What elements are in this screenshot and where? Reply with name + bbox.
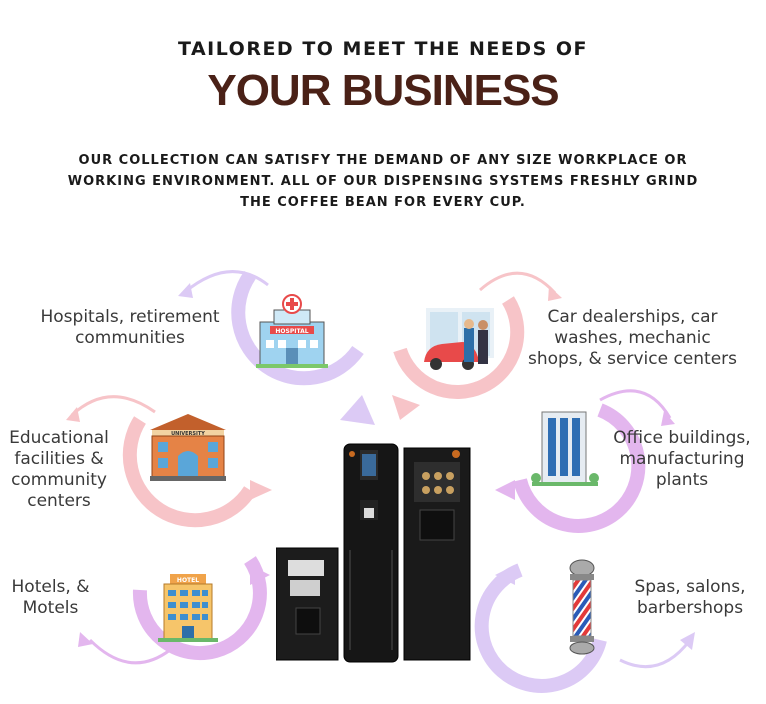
hotel-arc	[132, 556, 267, 660]
hotel-sign: HOTEL	[177, 577, 199, 584]
headline: YOUR BUSINESS	[207, 66, 559, 115]
education-label: Educational facilities & community cente…	[9, 428, 109, 511]
office-arc	[513, 403, 646, 533]
spas-label: Spas, salons, barbershops	[634, 577, 746, 618]
hospital-sign: HOSPITAL	[275, 328, 308, 335]
coffee-machines-image	[276, 443, 471, 663]
car-arc	[393, 296, 525, 399]
hotels-label: Hotels, & Motels	[11, 577, 90, 618]
university-sign: UNIVERSITY	[171, 431, 205, 437]
office-building-icon	[531, 411, 599, 486]
university-icon: UNIVERSITY	[150, 414, 226, 481]
hospitals-label: Hospitals, retirement communities	[40, 307, 220, 348]
hotel-icon: HOTEL	[158, 574, 218, 642]
car-label: Car dealerships, car washes, mechanic sh…	[528, 307, 737, 369]
car-dealership-icon	[424, 308, 494, 370]
education-arc	[122, 416, 256, 528]
tagline: TAILORED TO MEET THE NEEDS OF	[177, 38, 589, 60]
description: OUR COLLECTION CAN SATISFY THE DEMAND OF…	[67, 153, 699, 210]
hospital-icon: HOSPITAL	[256, 294, 328, 368]
spa-arc	[474, 563, 607, 693]
office-label: Office buildings, manufacturing plants	[613, 428, 751, 490]
barber-pole-icon	[569, 559, 595, 655]
